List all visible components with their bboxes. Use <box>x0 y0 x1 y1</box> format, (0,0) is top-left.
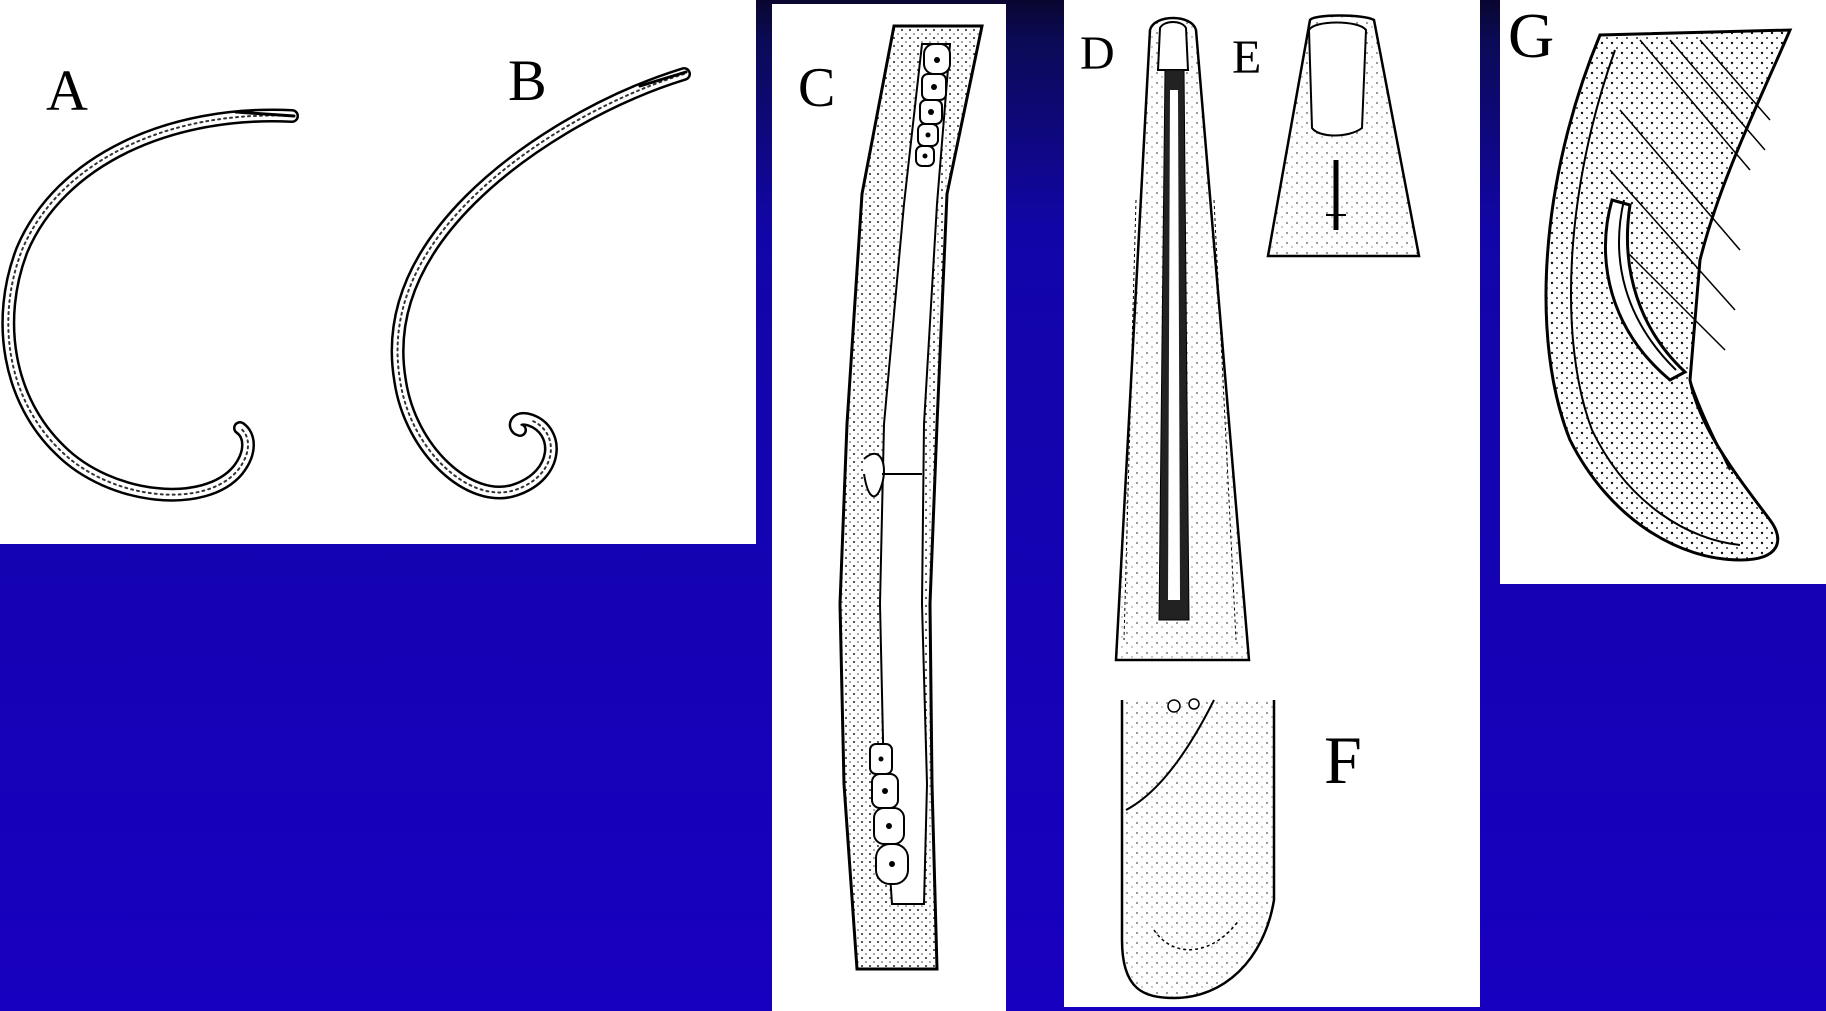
panel-g: G <box>1500 0 1826 584</box>
f-tail-drawing <box>1122 699 1274 998</box>
male-tail-illustration <box>1500 0 1826 584</box>
whole-worm-illustrations <box>0 0 756 544</box>
e-head-drawing <box>1268 16 1419 257</box>
panel-ab: A B <box>0 0 756 544</box>
worm-b-drawing <box>398 72 686 492</box>
panel-c: C <box>772 4 1006 1011</box>
d-anterior-drawing <box>1116 18 1249 660</box>
worm-a-drawing <box>8 112 294 495</box>
gonad-section-illustration <box>772 4 1006 1011</box>
panel-def: D E F <box>1064 0 1480 1007</box>
head-and-tail-illustrations <box>1064 0 1480 1007</box>
